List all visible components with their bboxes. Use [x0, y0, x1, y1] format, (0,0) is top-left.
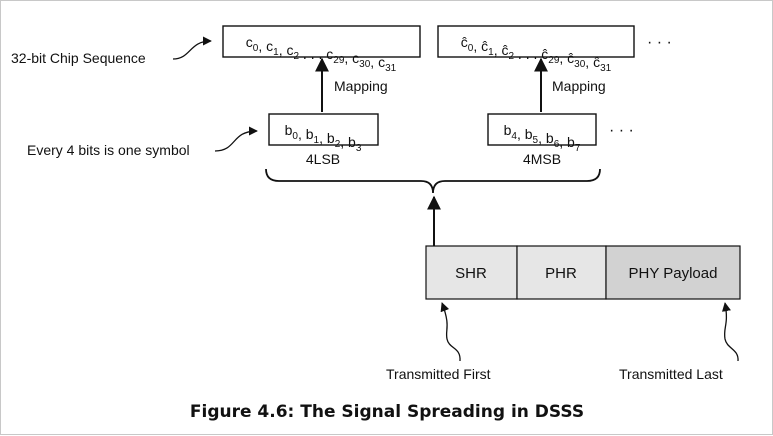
- chip-sequence-label: 32-bit Chip Sequence: [11, 50, 146, 66]
- frame-field-payload-label: PHY Payload: [629, 265, 718, 282]
- transmitted-last-pointer: [721, 302, 739, 362]
- grouping-brace: [265, 168, 601, 194]
- symbol-label-pointer: [214, 126, 258, 152]
- bit-box-text-right: b4, b5, b6, b7: [504, 122, 581, 154]
- bit-box-right: [487, 113, 597, 146]
- bit-box-text-left: b0, b1, b2, b3: [285, 122, 362, 154]
- frame-field-payload: [605, 245, 741, 300]
- transmitted-last-label: Transmitted Last: [619, 366, 723, 382]
- symbol-label: Every 4 bits is one symbol: [27, 142, 190, 158]
- frame-field-shr: [425, 245, 518, 300]
- chip-sequence-box-left: [222, 25, 421, 58]
- chip-sequence-box-right: [437, 25, 635, 58]
- transmitted-first-label: Transmitted First: [386, 366, 491, 382]
- mapping-label-left: Mapping: [334, 78, 388, 94]
- chip-sequence-text-right: ĉ0, ĉ1, ĉ2 . . . ĉ29, ĉ30, ĉ31: [461, 34, 612, 74]
- ellipsis-mid: · · ·: [609, 122, 634, 139]
- frame-field-phr-label: PHR: [545, 265, 577, 282]
- frame-field-shr-label: SHR: [455, 265, 487, 282]
- transmitted-first-pointer: [440, 302, 461, 362]
- figure-caption: Figure 4.6: The Signal Spreading in DSSS: [190, 402, 584, 422]
- lsb-label: 4LSB: [306, 151, 340, 167]
- mapping-label-right: Mapping: [552, 78, 606, 94]
- bit-box-left: [268, 113, 379, 146]
- ellipsis-top: · · ·: [647, 34, 672, 51]
- msb-label: 4MSB: [523, 151, 561, 167]
- chip-label-pointer: [172, 36, 212, 60]
